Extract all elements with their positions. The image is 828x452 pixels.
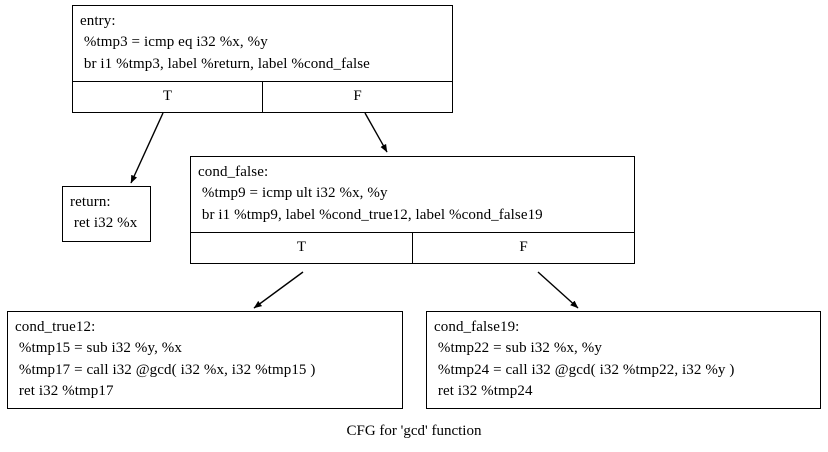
cfg-node-cond-true12-body: cond_true12: %tmp15 = sub i32 %y, %x %tm… [15,319,316,399]
cfg-node-cond-false-body: cond_false: %tmp9 = icmp ult i32 %x, %y … [198,164,543,223]
cfg-node-return[interactable]: return: ret i32 %x [62,186,151,242]
cfg-node-cond-true12[interactable]: cond_true12: %tmp15 = sub i32 %y, %x %tm… [7,311,403,410]
cfg-node-cond-false-ports: T F [191,231,634,263]
cfg-edge-entry-true-to-return [130,112,164,184]
cfg-node-entry-port-false[interactable]: F [262,81,452,112]
cfg-node-return-body: return: ret i32 %x [70,194,138,232]
cfg-edge-cond-false-false-to-cond-false19 [537,271,579,309]
cfg-node-cond-false19-body: cond_false19: %tmp22 = sub i32 %x, %y %t… [434,319,735,399]
cfg-caption: CFG for 'gcd' function [346,423,482,439]
cfg-edge-cond-false-true-to-cond-true12 [253,271,304,309]
cfg-node-cond-false-port-false[interactable]: F [412,232,634,263]
cfg-node-cond-false19[interactable]: cond_false19: %tmp22 = sub i32 %x, %y %t… [426,311,821,410]
cfg-node-entry-body: entry: %tmp3 = icmp eq i32 %x, %y br i1 … [80,13,370,72]
cfg-node-entry[interactable]: entry: %tmp3 = icmp eq i32 %x, %y br i1 … [72,5,453,113]
cfg-node-cond-false-port-true[interactable]: T [296,238,307,255]
cfg-node-cond-false[interactable]: cond_false: %tmp9 = icmp ult i32 %x, %y … [190,156,635,264]
cfg-node-entry-ports: T F [73,80,452,112]
cfg-edge-entry-false-to-cond-false [364,112,388,153]
cfg-node-entry-port-true[interactable]: T [162,87,173,104]
